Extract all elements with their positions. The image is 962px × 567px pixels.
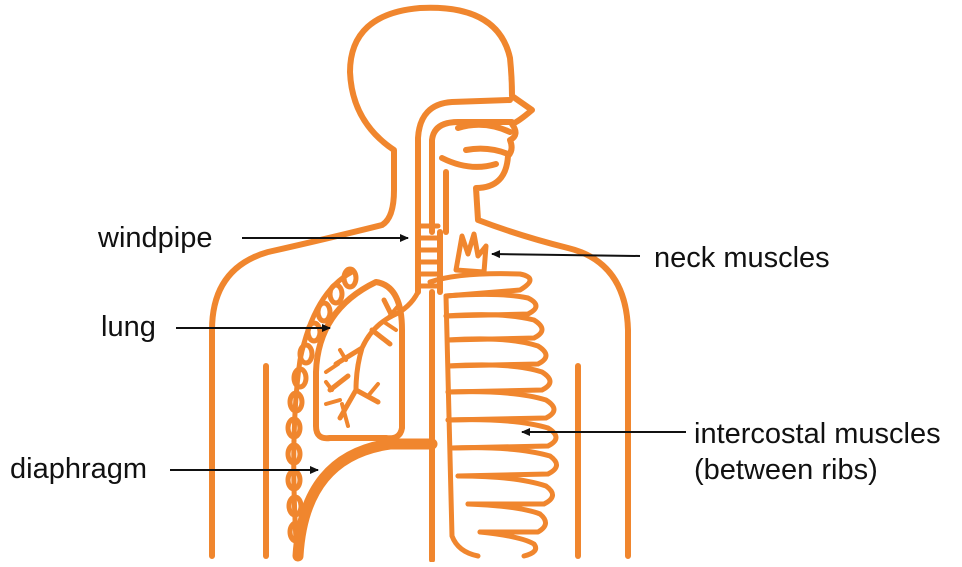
diaphragm-muscle <box>298 444 432 556</box>
label-intercostal-line2: (between ribs) <box>694 452 941 488</box>
label-diaphragm: diaphragm <box>10 452 147 486</box>
bronchiole-branches <box>326 306 398 426</box>
rib-cage <box>430 274 557 556</box>
pointer-neck-muscles <box>492 254 640 256</box>
label-neck-muscles: neck muscles <box>654 241 830 275</box>
label-lung: lung <box>101 310 156 344</box>
label-windpipe: windpipe <box>98 221 212 255</box>
label-intercostal-line1: intercostal muscles <box>694 416 941 452</box>
mouth-lower <box>466 149 508 154</box>
windpipe-rings <box>420 226 438 286</box>
tongue <box>442 158 496 167</box>
neck-muscles-shape <box>456 234 486 272</box>
label-intercostal-muscles: intercostal muscles (between ribs) <box>694 416 941 488</box>
mouth-upper <box>458 125 510 132</box>
